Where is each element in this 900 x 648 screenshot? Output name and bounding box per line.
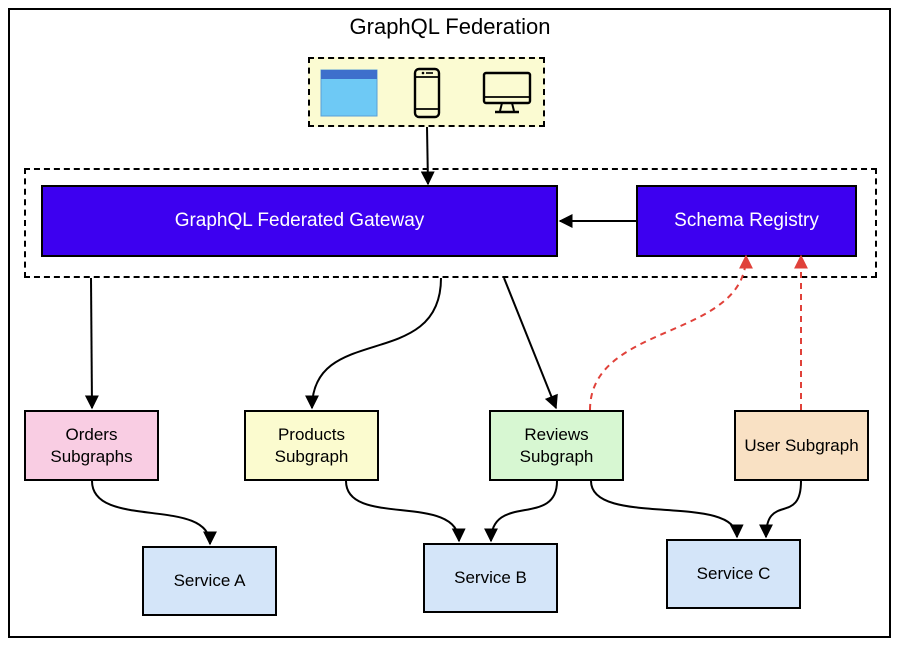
service-c-node: Service C bbox=[666, 539, 801, 609]
mobile-phone-icon bbox=[413, 67, 441, 119]
service-a-node: Service A bbox=[142, 546, 277, 616]
schema-registry-node: Schema Registry bbox=[636, 185, 857, 257]
edge-reviews-to-service-b bbox=[484, 480, 558, 543]
reviews-subgraph-node: Reviews Subgraph bbox=[489, 410, 624, 481]
service-b-label: Service B bbox=[454, 568, 527, 587]
products-subgraph-node: Products Subgraph bbox=[244, 410, 379, 481]
edge-clients-to-gateway bbox=[420, 126, 435, 186]
orders-subgraph-node: Orders Subgraphs bbox=[24, 410, 159, 481]
gateway-node: GraphQL Federated Gateway bbox=[41, 185, 558, 257]
browser-icon bbox=[320, 69, 378, 117]
reviews-subgraph-label: Reviews Subgraph bbox=[519, 424, 594, 466]
service-b-node: Service B bbox=[423, 543, 558, 613]
orders-subgraph-label: Orders Subgraphs bbox=[50, 424, 133, 466]
clients-group bbox=[308, 57, 545, 127]
desktop-monitor-icon bbox=[482, 71, 532, 114]
diagram-title: GraphQL Federation bbox=[349, 14, 551, 39]
edge-orders-to-service-a bbox=[91, 480, 217, 546]
edge-reviews-to-registry bbox=[589, 254, 753, 411]
schema-registry-label: Schema Registry bbox=[674, 210, 819, 231]
edge-gateway-to-reviews bbox=[503, 277, 558, 410]
edge-products-to-service-b bbox=[345, 480, 466, 543]
service-c-label: Service C bbox=[696, 564, 771, 583]
products-subgraph-label: Products Subgraph bbox=[274, 424, 349, 466]
edge-reviews-to-service-c bbox=[590, 480, 744, 539]
user-subgraph-node: User Subgraph bbox=[734, 410, 869, 481]
edge-gateway-to-orders bbox=[84, 277, 99, 410]
edge-gateway-to-products bbox=[305, 277, 442, 410]
gateway-zone bbox=[24, 168, 877, 278]
user-subgraph-label: User Subgraph bbox=[744, 435, 859, 455]
gateway-label: GraphQL Federated Gateway bbox=[174, 210, 425, 231]
service-a-label: Service A bbox=[173, 571, 246, 590]
edge-user-to-service-c bbox=[759, 480, 802, 539]
